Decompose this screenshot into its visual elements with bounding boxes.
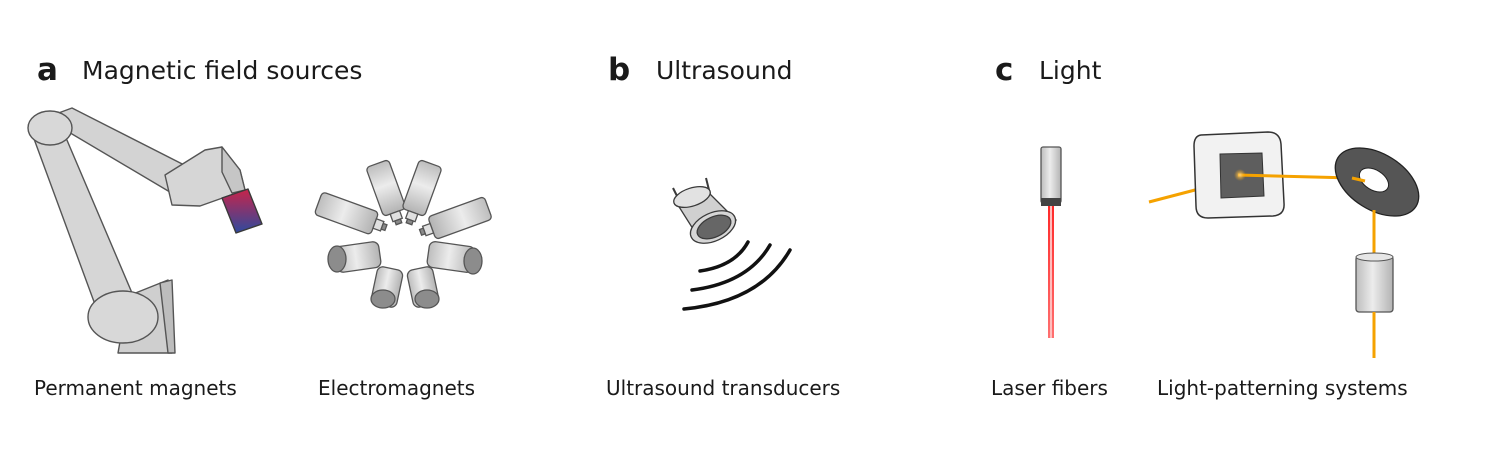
- caption-ultrasound-transducers: Ultrasound transducers: [606, 376, 841, 400]
- caption-laser-fibers: Laser fibers: [991, 376, 1108, 400]
- electromagnet-right: [426, 241, 483, 275]
- panel-c-title: Light: [1039, 56, 1102, 85]
- caption-electromagnets: Electromagnets: [318, 376, 476, 400]
- electromagnets-icon: [314, 159, 492, 309]
- panel-a-title: Magnetic field sources: [82, 56, 363, 85]
- light-patterning-icon: [1148, 131, 1420, 358]
- panel-c-letter: c: [995, 52, 1014, 88]
- electromagnet-bottom-right: [406, 266, 440, 309]
- panel-b-title: Ultrasound: [656, 56, 793, 85]
- panel-a-letter: a: [37, 52, 58, 88]
- caption-light-patterning: Light-patterning systems: [1157, 376, 1408, 400]
- electromagnet-bottom-left: [370, 266, 404, 309]
- ultrasound-transducer-icon: [672, 177, 738, 244]
- sound-waves-icon: [682, 240, 792, 311]
- laser-fiber-icon: [1040, 146, 1062, 338]
- caption-permanent-magnets: Permanent magnets: [34, 376, 237, 400]
- electromagnet-left: [327, 241, 382, 273]
- robot-arm-icon: [27, 107, 263, 354]
- panel-b-letter: b: [608, 52, 631, 88]
